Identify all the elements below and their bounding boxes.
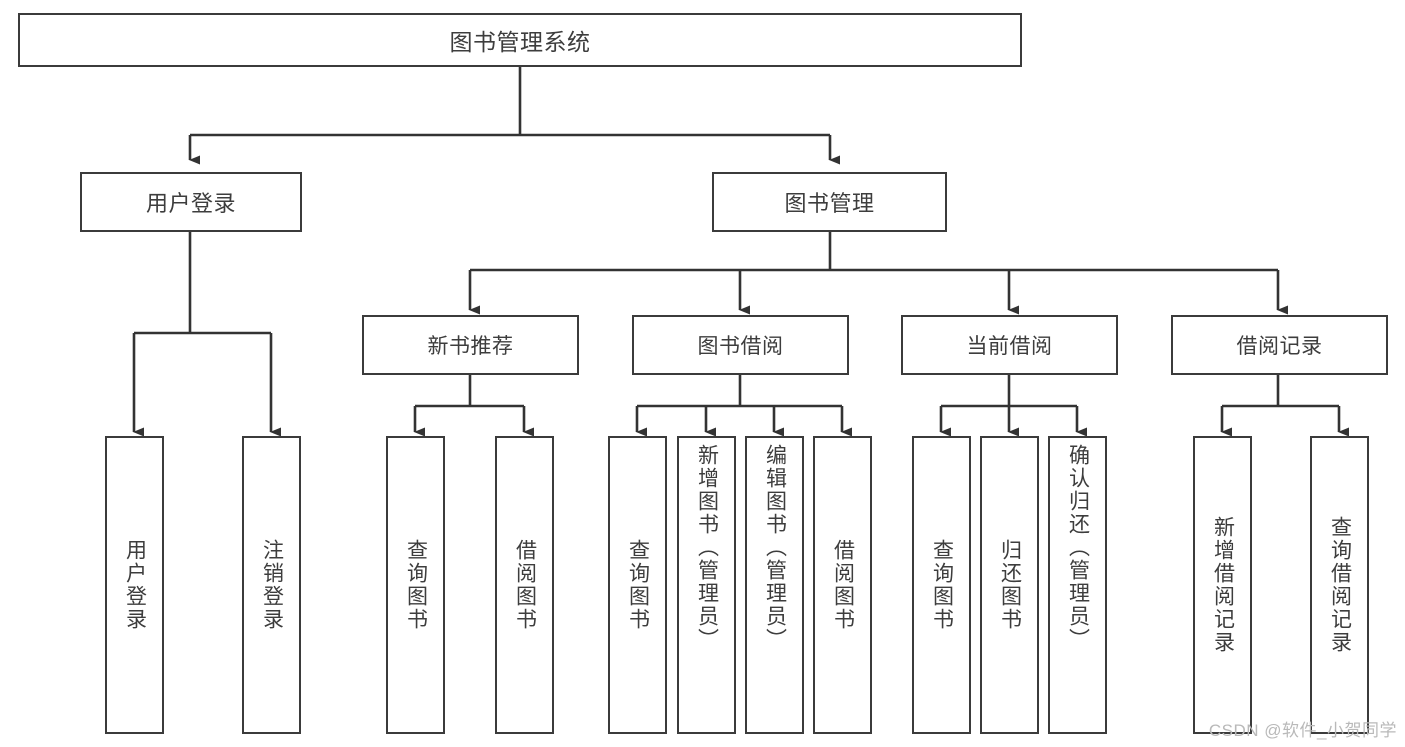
node-book-borrow[interactable]: 图书借阅 <box>632 315 849 375</box>
node-leaf-query-book-current[interactable]: 查询图书 <box>912 436 971 734</box>
node-leaf-query-borrow-record[interactable]: 查询借阅记录 <box>1310 436 1369 734</box>
node-leaf-add-borrow-record[interactable]: 新增借阅记录 <box>1193 436 1252 734</box>
node-borrow-record[interactable]: 借阅记录 <box>1171 315 1388 375</box>
node-leaf-borrow-book-borrow[interactable]: 借阅图书 <box>813 436 872 734</box>
node-leaf-edit-book-admin[interactable]: 编辑图书（管理员） <box>745 436 804 734</box>
node-label: 用户登录 <box>145 191 236 216</box>
node-label: 借阅图书 <box>831 539 855 631</box>
node-label: 确认归还（管理员） <box>1066 444 1090 651</box>
node-label: 新增图书（管理员） <box>695 444 719 651</box>
node-current-borrow[interactable]: 当前借阅 <box>901 315 1118 375</box>
node-label: 当前借阅 <box>966 335 1053 358</box>
node-label: 新增借阅记录 <box>1211 516 1235 654</box>
node-label: 图书管理系统 <box>449 29 591 55</box>
node-label: 借阅记录 <box>1236 335 1323 358</box>
node-leaf-borrow-book-recommend[interactable]: 借阅图书 <box>495 436 554 734</box>
node-leaf-user-login[interactable]: 用户登录 <box>105 436 164 734</box>
node-leaf-logout[interactable]: 注销登录 <box>242 436 301 734</box>
node-label: 借阅图书 <box>513 539 537 631</box>
node-label: 查询图书 <box>404 539 428 631</box>
node-book-management[interactable]: 图书管理 <box>712 172 947 232</box>
node-new-book-recommend[interactable]: 新书推荐 <box>362 315 579 375</box>
node-label: 用户登录 <box>123 539 147 631</box>
csdn-watermark: CSDN @软件_小贺同学 <box>1208 721 1397 740</box>
node-label: 注销登录 <box>260 539 284 631</box>
node-label: 查询图书 <box>626 539 650 631</box>
node-leaf-query-book-borrow[interactable]: 查询图书 <box>608 436 667 734</box>
node-user-login[interactable]: 用户登录 <box>80 172 302 232</box>
node-label: 图书借阅 <box>697 335 784 358</box>
node-book-management-system[interactable]: 图书管理系统 <box>18 13 1022 67</box>
node-label: 查询图书 <box>930 539 954 631</box>
node-label: 归还图书 <box>998 539 1022 631</box>
node-label: 查询借阅记录 <box>1328 516 1352 654</box>
node-leaf-add-book-admin[interactable]: 新增图书（管理员） <box>677 436 736 734</box>
node-leaf-return-book[interactable]: 归还图书 <box>980 436 1039 734</box>
node-label: 编辑图书（管理员） <box>763 444 787 651</box>
node-leaf-query-book-recommend[interactable]: 查询图书 <box>386 436 445 734</box>
node-leaf-confirm-return-admin[interactable]: 确认归还（管理员） <box>1048 436 1107 734</box>
node-label: 新书推荐 <box>427 335 514 358</box>
node-label: 图书管理 <box>784 191 875 216</box>
